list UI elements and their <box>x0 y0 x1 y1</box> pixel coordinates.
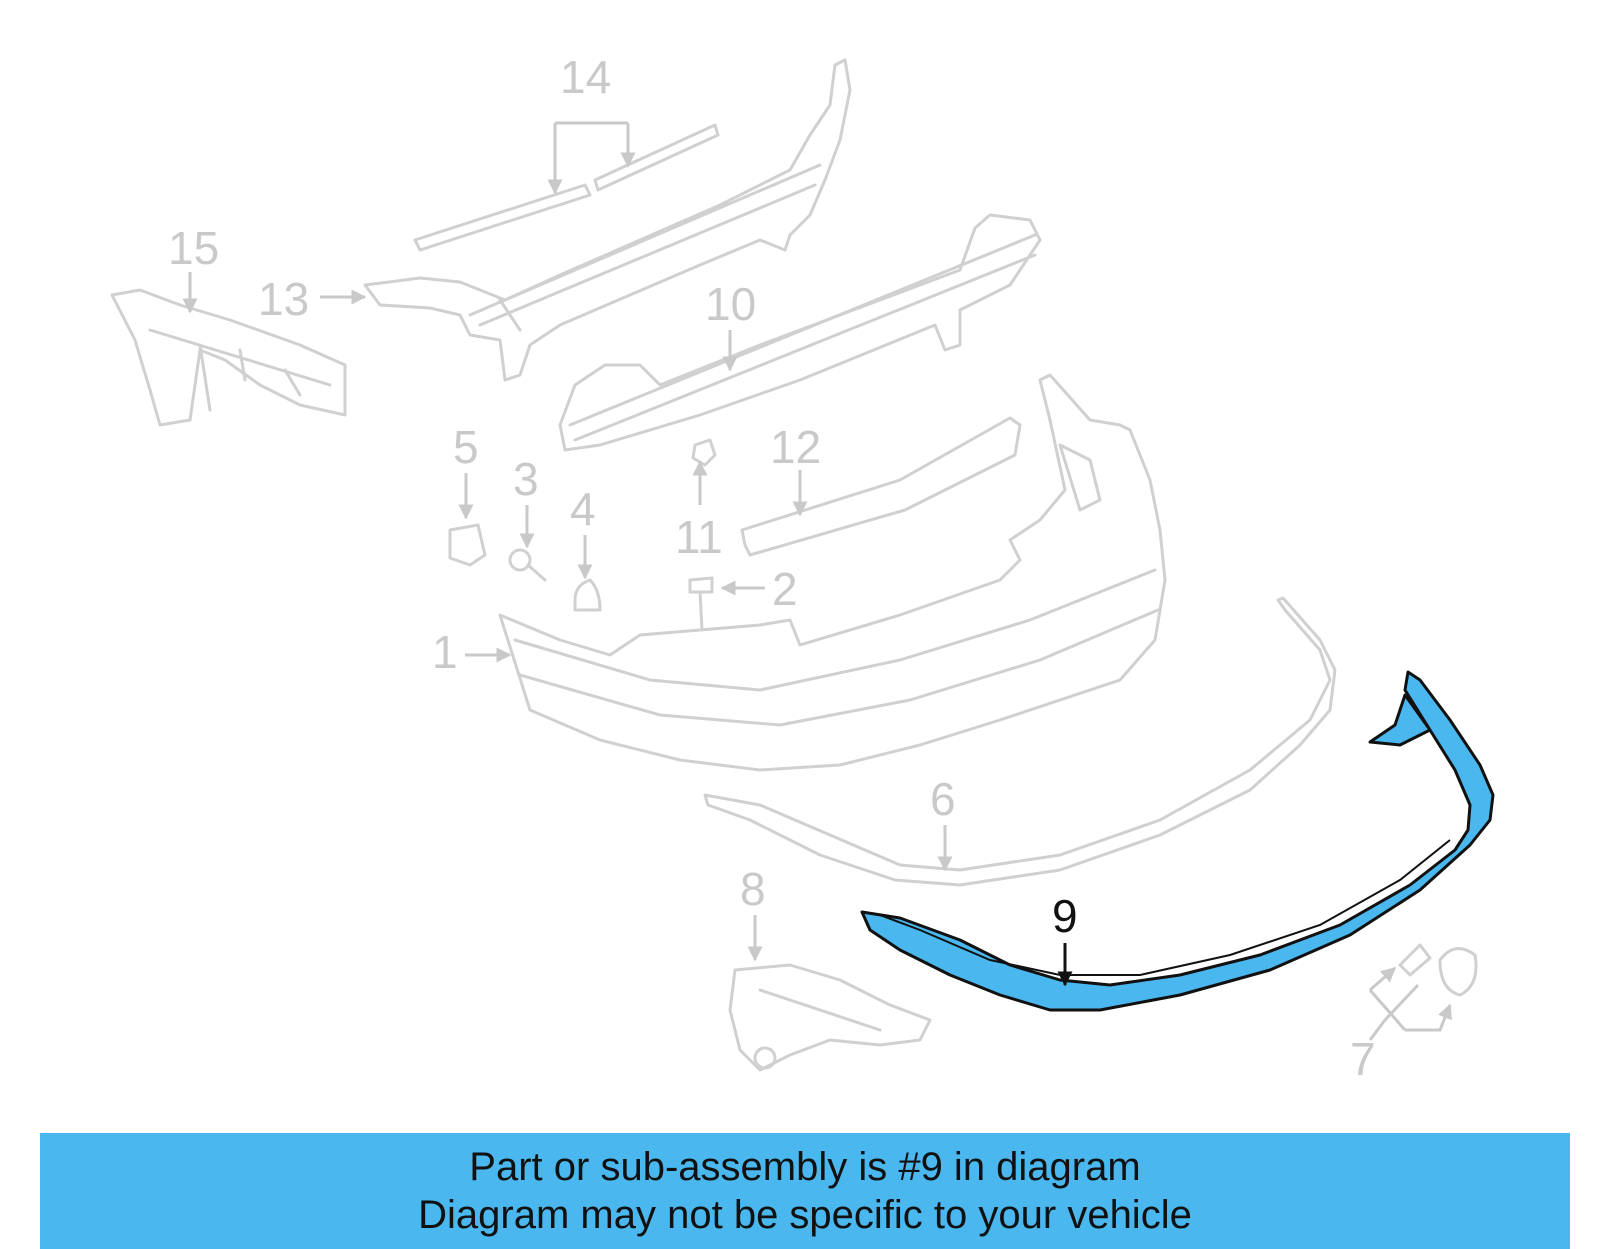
part-3-screw <box>508 548 547 582</box>
banner-line-1: Part or sub-assembly is #9 in diagram <box>469 1145 1141 1189</box>
callout-5: 5 <box>453 421 479 473</box>
callout-1: 1 <box>432 626 458 678</box>
part-2-fastener <box>688 576 714 632</box>
part-4-cap <box>573 578 602 612</box>
callout-15: 15 <box>168 222 219 274</box>
part-7-clips <box>1398 943 1478 997</box>
callout-6: 6 <box>930 773 956 825</box>
banner-line-2: Diagram may not be specific to your vehi… <box>418 1193 1192 1237</box>
part-11-clip <box>691 438 717 467</box>
callout-8: 8 <box>740 863 766 915</box>
callout-4: 4 <box>570 483 596 535</box>
part-9-lower-valance <box>860 670 1495 1012</box>
info-banner: Part or sub-assembly is #9 in diagram Di… <box>40 1133 1570 1249</box>
part-1-bumper-cover <box>498 373 1167 772</box>
part-5-clip <box>448 523 487 567</box>
part-15-side-bracket <box>110 288 347 427</box>
part-8-bracket <box>728 963 932 1072</box>
part-10-bumper-bar <box>558 213 1042 452</box>
callout-11: 11 <box>675 511 723 563</box>
part-12-strip <box>740 416 1022 557</box>
part-14-strips <box>413 123 720 252</box>
part-6-trim-strip <box>703 596 1337 887</box>
callout-9: 9 <box>1052 890 1078 942</box>
callout-3: 3 <box>513 453 539 505</box>
callout-14: 14 <box>560 51 611 103</box>
callout-7: 7 <box>1350 1033 1376 1085</box>
callouts: 14 15 13 10 12 5 3 4 11 2 1 6 8 7 9 <box>168 51 1452 1085</box>
part-13-absorber <box>363 58 852 382</box>
callout-13: 13 <box>258 273 309 325</box>
callout-2: 2 <box>772 563 798 615</box>
callout-10: 10 <box>705 278 756 330</box>
callout-12: 12 <box>770 421 821 473</box>
